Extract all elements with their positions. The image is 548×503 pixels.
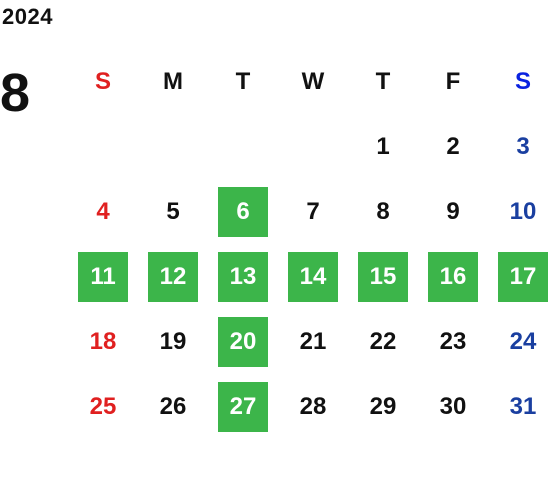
day-cell: 17 — [488, 244, 548, 309]
day-cell: 4 — [68, 179, 138, 244]
week-row: 1 2 3 — [68, 114, 548, 179]
day-number: 3 — [516, 132, 530, 160]
day-cell: 1 — [348, 114, 418, 179]
day-number — [218, 122, 268, 172]
day-cell — [208, 114, 278, 179]
weekday-header-cell: T — [348, 49, 418, 114]
weekday-header-row: S M T W T F S — [68, 49, 548, 114]
day-cell: 23 — [418, 309, 488, 374]
highlighted-day: 11 — [78, 251, 128, 302]
day-number: 21 — [299, 327, 327, 355]
day-cell: 16 — [418, 244, 488, 309]
day-cell — [68, 114, 138, 179]
day-cell: 22 — [348, 309, 418, 374]
highlighted-day: 14 — [288, 251, 338, 302]
day-cell: 6 — [208, 179, 278, 244]
day-cell: 7 — [278, 179, 348, 244]
day-cell: 13 — [208, 244, 278, 309]
day-cell: 5 — [138, 179, 208, 244]
weekday-header-cell: W — [278, 49, 348, 114]
weekday-monday: M — [163, 67, 183, 95]
weekday-header-cell: F — [418, 49, 488, 114]
day-number: 2 — [446, 132, 460, 160]
highlighted-day: 20 — [218, 316, 268, 367]
highlighted-day: 16 — [428, 251, 478, 302]
weekday-friday: F — [445, 67, 461, 95]
weekday-sunday: S — [94, 67, 111, 95]
day-cell — [138, 114, 208, 179]
day-number: 28 — [299, 392, 327, 420]
week-row: 18 19 20 21 22 23 24 — [68, 309, 548, 374]
day-cell: 2 — [418, 114, 488, 179]
day-number: 10 — [509, 197, 537, 225]
day-number: 1 — [376, 132, 390, 160]
highlighted-day: 6 — [218, 186, 268, 237]
day-number: 7 — [306, 197, 320, 225]
day-cell: 28 — [278, 374, 348, 439]
day-number: 19 — [159, 327, 187, 355]
year-label: 2024 — [2, 4, 53, 29]
highlighted-day: 27 — [218, 381, 268, 432]
day-cell: 21 — [278, 309, 348, 374]
day-number: 18 — [89, 327, 117, 355]
day-cell: 31 — [488, 374, 548, 439]
day-cell: 12 — [138, 244, 208, 309]
week-row: 25 26 27 28 29 30 31 — [68, 374, 548, 439]
day-number: 25 — [89, 392, 117, 420]
day-number: 9 — [446, 197, 460, 225]
week-row: 11 12 13 14 15 16 17 — [68, 244, 548, 309]
weekday-tuesday: T — [235, 67, 251, 95]
day-number: 5 — [166, 197, 180, 225]
weekday-saturday: S — [514, 67, 531, 95]
day-cell: 29 — [348, 374, 418, 439]
day-cell: 8 — [348, 179, 418, 244]
day-number: 31 — [509, 392, 537, 420]
day-cell: 15 — [348, 244, 418, 309]
day-number: 22 — [369, 327, 397, 355]
day-number: 30 — [439, 392, 467, 420]
day-number: 26 — [159, 392, 187, 420]
day-cell: 24 — [488, 309, 548, 374]
day-cell: 30 — [418, 374, 488, 439]
day-number: 4 — [96, 197, 110, 225]
weekday-header-cell: S — [68, 49, 138, 114]
day-cell: 10 — [488, 179, 548, 244]
weekday-header-cell: M — [138, 49, 208, 114]
weekday-thursday: T — [375, 67, 391, 95]
highlighted-day: 13 — [218, 251, 268, 302]
day-cell: 3 — [488, 114, 548, 179]
day-number: 8 — [376, 197, 390, 225]
highlighted-day: 17 — [498, 251, 548, 302]
day-number: 24 — [509, 327, 537, 355]
day-cell: 18 — [68, 309, 138, 374]
highlighted-day: 15 — [358, 251, 408, 302]
day-cell — [278, 114, 348, 179]
day-number: 29 — [369, 392, 397, 420]
weekday-wednesday: W — [301, 67, 325, 95]
day-number: 23 — [439, 327, 467, 355]
day-cell: 9 — [418, 179, 488, 244]
day-number — [288, 122, 338, 172]
highlighted-day: 12 — [148, 251, 198, 302]
weekday-header-cell: T — [208, 49, 278, 114]
day-number — [148, 122, 198, 172]
day-cell: 26 — [138, 374, 208, 439]
day-cell: 25 — [68, 374, 138, 439]
day-cell: 20 — [208, 309, 278, 374]
day-cell: 14 — [278, 244, 348, 309]
weekday-header-cell: S — [488, 49, 548, 114]
day-cell: 11 — [68, 244, 138, 309]
month-number: 8 — [0, 63, 31, 123]
day-number — [78, 122, 128, 172]
day-cell: 19 — [138, 309, 208, 374]
day-cell: 27 — [208, 374, 278, 439]
week-row: 4 5 6 7 8 9 10 — [68, 179, 548, 244]
